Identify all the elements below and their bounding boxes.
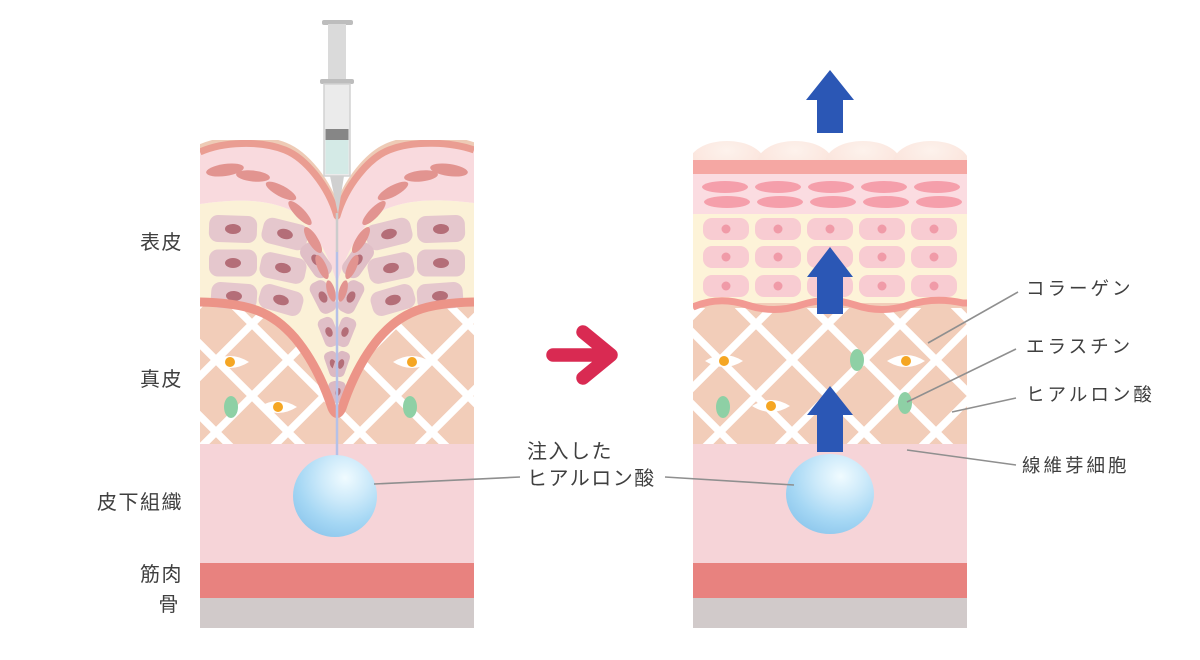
label-subcutaneous: 皮下組織 <box>97 490 183 514</box>
left-skin-panel <box>200 140 474 628</box>
leader-elastin <box>906 348 1017 403</box>
stratum-fibers-left <box>206 163 468 302</box>
leader-hyaluronic <box>951 397 1017 413</box>
lift-arrow-top <box>806 70 854 133</box>
surface-strip-right <box>693 160 967 174</box>
leader-collagen <box>927 291 1019 344</box>
caption-injected-line2: ヒアルロン酸 <box>527 466 656 490</box>
syringe-stopper <box>325 129 349 140</box>
elastin-cells-left <box>224 396 417 418</box>
caption-injected-line1: 注入した <box>527 439 613 463</box>
label-dermis: 真皮 <box>140 367 183 391</box>
syringe-plunger-flange <box>322 20 353 25</box>
transform-arrow <box>546 325 618 385</box>
label-hyaluronic-acid: ヒアルロン酸 <box>1026 385 1155 406</box>
syringe <box>320 20 354 252</box>
label-collagen: コラーゲン <box>1026 279 1134 300</box>
stratum-fibers-right <box>702 181 962 208</box>
label-fibroblast: 線維芽細胞 <box>1022 456 1130 477</box>
lift-arrow-low <box>807 386 853 452</box>
stratum-pink-right <box>693 174 967 214</box>
bone-layer-right <box>693 598 967 628</box>
label-bone: 骨 <box>159 592 181 616</box>
injected-hyaluronic-ball-right <box>786 454 874 534</box>
label-muscle: 筋肉 <box>140 562 183 586</box>
fibroblast-cells-left <box>211 356 431 413</box>
syringe-plunger-rod <box>328 24 346 82</box>
syringe-liquid <box>325 140 349 174</box>
leader-lines <box>373 291 1019 486</box>
bone-layer-left <box>200 598 474 628</box>
elastin-cells-right <box>716 349 912 418</box>
label-epidermis: 表皮 <box>140 230 183 254</box>
lift-arrow-mid <box>807 247 853 314</box>
muscle-layer-right <box>693 563 967 598</box>
syringe-barrel-flange <box>320 79 354 84</box>
syringe-needle <box>330 176 344 214</box>
leader-injected-left <box>373 476 521 485</box>
right-skin-panel <box>693 141 967 628</box>
leader-fibroblast <box>906 449 1017 466</box>
fibroblast-cells-right <box>705 355 925 412</box>
muscle-layer-left <box>200 563 474 598</box>
leader-injected-right <box>664 476 795 486</box>
label-elastin: エラスチン <box>1026 337 1133 358</box>
injected-hyaluronic-ball-left <box>293 455 377 537</box>
